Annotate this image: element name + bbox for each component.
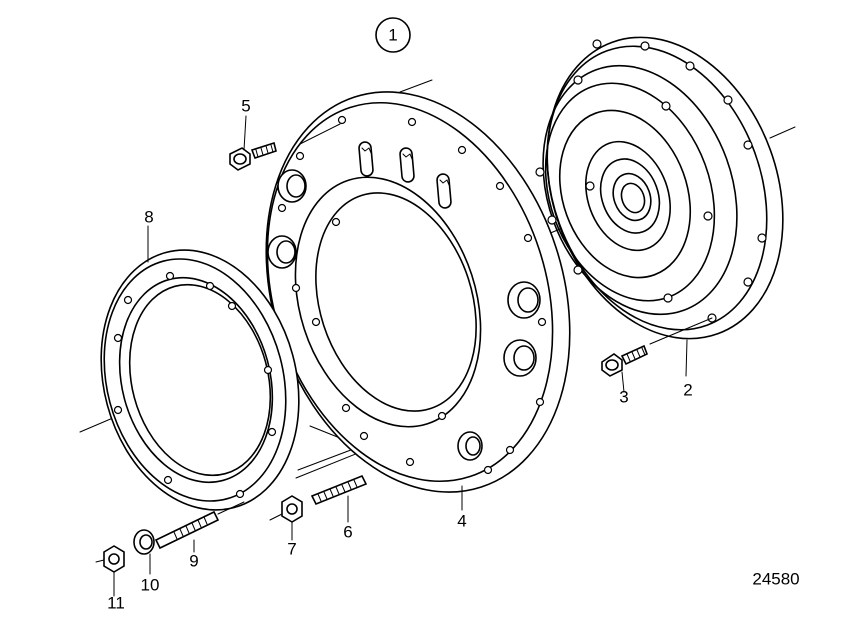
stud-part-6 bbox=[310, 474, 368, 506]
bolt-part-5 bbox=[229, 123, 341, 171]
nut-part-11 bbox=[95, 545, 125, 573]
leader-lines bbox=[113, 115, 688, 597]
seal-ring-part bbox=[100, 249, 300, 511]
part-label-9: 9 bbox=[189, 551, 198, 570]
plate-slots bbox=[358, 141, 452, 209]
flywheel-housing-plate-part bbox=[265, 91, 571, 493]
view-number-callout: 1 bbox=[375, 17, 411, 53]
seal-ring-holes bbox=[113, 271, 277, 499]
part-label-8: 8 bbox=[144, 207, 153, 226]
part-label-11: 11 bbox=[107, 593, 125, 612]
part-label-10: 10 bbox=[141, 575, 160, 594]
part-label-3: 3 bbox=[619, 387, 628, 406]
view-number-label: 1 bbox=[388, 25, 397, 44]
housing-bolt-holes bbox=[535, 39, 767, 323]
bolt-part-3 bbox=[601, 317, 713, 377]
part-label-2: 2 bbox=[683, 380, 692, 399]
housing-cover-part bbox=[535, 36, 784, 340]
nut-part-7 bbox=[281, 495, 303, 523]
bolt-part-9 bbox=[154, 501, 245, 550]
part-label-7: 7 bbox=[287, 539, 296, 558]
part-label-5: 5 bbox=[241, 96, 250, 115]
plate-bosses bbox=[267, 169, 541, 461]
reference-number: 24580 bbox=[752, 569, 799, 588]
plate-bolt-holes bbox=[277, 115, 547, 475]
washer-part-10 bbox=[133, 529, 155, 555]
part-label-4: 4 bbox=[457, 511, 466, 530]
part-label-6: 6 bbox=[343, 522, 352, 541]
part-number-labels: 5 2 3 4 6 7 8 9 10 11 bbox=[107, 96, 693, 612]
